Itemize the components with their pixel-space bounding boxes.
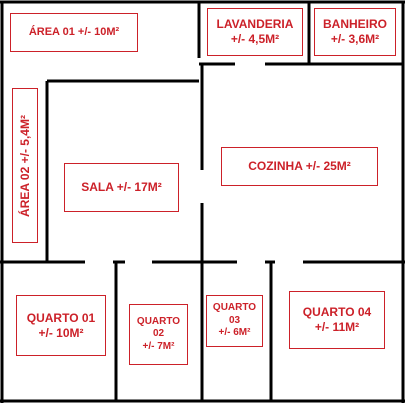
banheiro-label: BANHEIRO +/- 3,6M² — [314, 8, 396, 56]
sala-label: SALA +/- 17M² — [64, 163, 179, 212]
lavanderia-title: LAVANDERIA — [216, 17, 294, 31]
quarto03-number: 03 — [228, 314, 241, 326]
lavanderia-label: LAVANDERIA +/- 4,5M² — [207, 8, 303, 56]
banheiro-area: +/- 3,6M² — [330, 32, 380, 46]
quarto01-label: QUARTO 01 +/- 10M² — [16, 295, 106, 356]
cozinha-label: COZINHA +/- 25M² — [221, 147, 378, 186]
cozinha-text: COZINHA +/- 25M² — [248, 159, 351, 173]
quarto01-title: QUARTO 01 — [26, 310, 96, 325]
lavanderia-area: +/- 4,5M² — [230, 32, 280, 46]
quarto01-area: +/- 10M² — [38, 325, 84, 340]
area01-label: ÁREA 01 +/- 10M² — [10, 13, 138, 52]
sala-text: SALA +/- 17M² — [81, 180, 162, 194]
area02-label: ÁREA 02 +/- 5,4M² — [12, 88, 38, 243]
area01-text: ÁREA 01 +/- 10M² — [28, 25, 120, 38]
quarto03-title: QUARTO — [212, 302, 257, 314]
banheiro-title: BANHEIRO — [322, 17, 387, 31]
quarto02-label: QUARTO 02 +/- 7M² — [129, 304, 188, 365]
quarto04-title: QUARTO 04 — [302, 305, 372, 319]
quarto02-area: +/- 7M² — [142, 340, 175, 352]
quarto04-label: QUARTO 04 +/- 11M² — [289, 291, 385, 349]
quarto03-label: QUARTO 03 +/- 6M² — [206, 295, 263, 347]
area02-text: ÁREA 02 +/- 5,4M² — [18, 114, 32, 217]
quarto04-area: +/- 11M² — [314, 320, 360, 334]
quarto02-number: 02 — [152, 328, 165, 340]
quarto02-title: QUARTO — [136, 315, 181, 327]
quarto03-area: +/- 6M² — [218, 327, 251, 339]
